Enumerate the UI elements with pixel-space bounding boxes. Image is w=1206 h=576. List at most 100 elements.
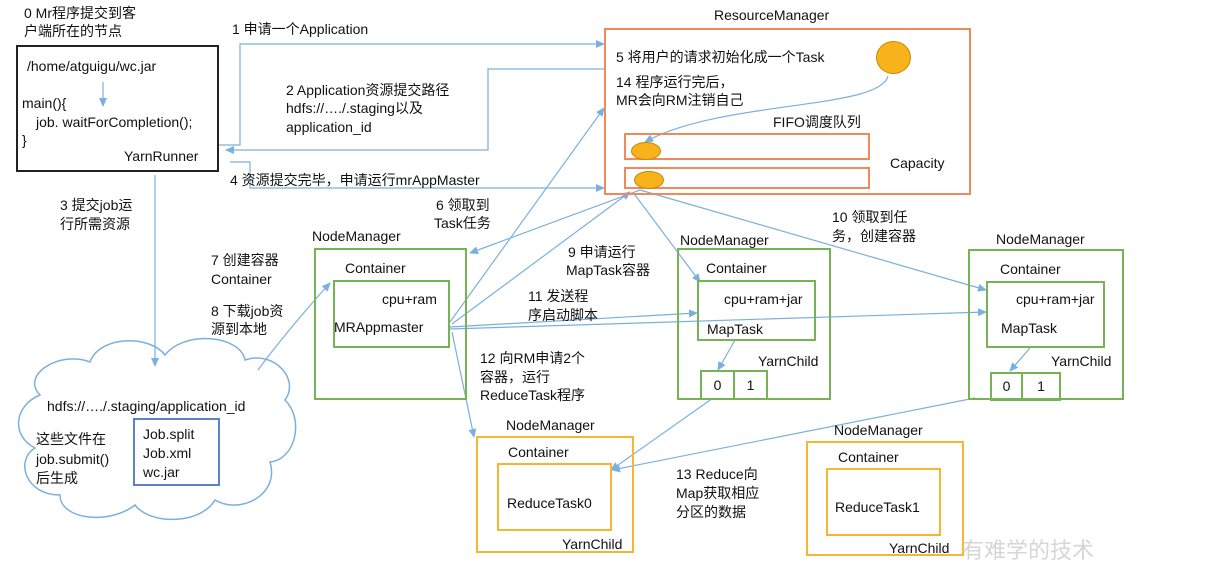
arrow-step7 xyxy=(257,282,331,371)
client-jar-path: /home/atguigu/wc.jar xyxy=(27,58,157,74)
step3-label-1: 3 提交job运 xyxy=(60,197,133,213)
nm2-title: NodeManager xyxy=(680,232,769,248)
step8-label-2: 源到本地 xyxy=(211,321,267,337)
step8-label-1: 8 下载job资 xyxy=(211,303,284,319)
wc-jar-file: wc.jar xyxy=(143,464,180,480)
task-oval xyxy=(876,41,911,74)
arrow-app-to-rm2 xyxy=(451,191,631,325)
nm3-partition-1: 1 xyxy=(1021,372,1061,401)
arrow-step12 xyxy=(451,331,477,438)
hdfs-path: hdfs://…./.staging/application_id xyxy=(47,398,246,414)
step9-label-1: 9 申请运行 xyxy=(568,244,636,260)
step5-label: 5 将用户的请求初始化成一个Task xyxy=(616,49,825,65)
nm2-yarnchild-label: YarnChild xyxy=(758,353,819,369)
step6-label-1: 6 领取到 xyxy=(436,197,490,213)
nm3-yarnchild-label: YarnChild xyxy=(1051,353,1112,369)
arrow-step6 xyxy=(469,189,641,254)
queued-task-oval-1 xyxy=(631,142,661,160)
nm3-resources: cpu+ram+jar xyxy=(1016,291,1095,307)
hdfs-note-1: 这些文件在 xyxy=(36,431,106,447)
step7-label-1: 7 创建容器 xyxy=(211,252,279,268)
nm4-yarnchild-label: YarnChild xyxy=(562,536,623,552)
client-brace: } xyxy=(22,132,27,148)
hdfs-note-3: 后生成 xyxy=(36,470,78,486)
step1-label: 1 申请一个Application xyxy=(232,21,369,37)
step12-label-3: ReduceTask程序 xyxy=(480,387,586,403)
job-split-file: Job.split xyxy=(143,426,195,442)
nm1-container-box xyxy=(333,280,450,348)
arrow-step9 xyxy=(634,194,701,283)
step12-label-2: 容器，运行 xyxy=(480,369,550,385)
nm2-partition-0: 0 xyxy=(700,370,735,400)
step2-label-1: 2 Application资源提交路径 xyxy=(286,82,450,98)
job-files-box xyxy=(133,418,220,486)
step13-label-2: Map获取相应 xyxy=(676,485,760,501)
nm5-box xyxy=(806,441,964,556)
step11-label-2: 序启动脚本 xyxy=(528,307,598,323)
rm-title: ResourceManager xyxy=(714,7,830,23)
nm3-container-label: Container xyxy=(1000,261,1061,277)
arrow-step1 xyxy=(217,40,605,146)
nm2-resources: cpu+ram+jar xyxy=(724,291,803,307)
nm1-resources: cpu+ram xyxy=(382,291,437,307)
nm1-box xyxy=(314,248,467,400)
resource-manager-box xyxy=(604,28,971,195)
fifo-queue-slot-1 xyxy=(624,133,870,160)
yarn-runner-label: YarnRunner xyxy=(124,148,199,164)
mrappmaster-label: MRAppmaster xyxy=(334,319,424,335)
step11-label-1: 11 发送程 xyxy=(528,288,589,304)
client-main: main(){ xyxy=(22,95,67,111)
step10-label-2: 务，创建容器 xyxy=(832,228,916,244)
client-title-1: 0 Mr程序提交到客 xyxy=(24,5,136,21)
step3-label-2: 行所需资源 xyxy=(60,216,130,232)
nm2-container-box xyxy=(697,280,816,341)
arrow-step14 xyxy=(644,75,889,143)
step13-label-1: 13 Reduce向 xyxy=(676,466,758,482)
step6-label-2: Task任务 xyxy=(434,215,491,231)
fifo-queue-slot-2 xyxy=(624,167,870,189)
nm1-container-label: Container xyxy=(345,260,406,276)
nm3-partition-0: 0 xyxy=(990,372,1023,401)
arrow-step10 xyxy=(639,189,987,292)
step14-label-2: MR会向RM注销自己 xyxy=(616,92,744,108)
step14-label-1: 14 程序运行完后， xyxy=(616,74,734,90)
nm4-container-box xyxy=(497,463,612,531)
arrow-map1-partition xyxy=(717,339,736,371)
step9-label-2: MapTask容器 xyxy=(566,262,651,278)
arrow-map2-partition xyxy=(1009,347,1031,372)
step7-label-2: Container xyxy=(211,271,272,287)
nm3-container-box xyxy=(986,281,1105,348)
step13-label-3: 分区的数据 xyxy=(676,504,746,520)
hdfs-cloud xyxy=(18,337,297,521)
step12-label-1: 12 向RM申请2个 xyxy=(480,350,586,366)
hdfs-note-2: job.submit() xyxy=(36,451,110,467)
fifo-label: FIFO调度队列 xyxy=(773,114,861,130)
job-xml-file: Job.xml xyxy=(143,445,192,461)
arrow-step2 xyxy=(225,68,604,154)
client-job-call: job. waitForCompletion(); xyxy=(36,114,193,130)
nm1-title: NodeManager xyxy=(312,228,401,244)
arrow-step11a xyxy=(449,309,698,328)
nm5-container-box xyxy=(826,468,941,536)
reducetask0-label: ReduceTask0 xyxy=(507,495,592,511)
nm2-container-label: Container xyxy=(706,260,767,276)
arrow-app-to-rm1 xyxy=(449,107,605,323)
nm4-container-label: Container xyxy=(508,444,569,460)
arrow-step11b xyxy=(449,308,987,330)
watermark-logo: 有难学的技术 xyxy=(962,539,1095,564)
arrow-step13b xyxy=(611,397,976,473)
nm2-partition-1: 1 xyxy=(733,370,768,400)
arrow-step4 xyxy=(230,161,605,192)
nm3-maptask-label: MapTask xyxy=(1001,320,1058,336)
nm3-title: NodeManager xyxy=(996,231,1085,247)
client-title-2: 户端所在的节点 xyxy=(24,23,122,39)
nm4-box xyxy=(476,436,634,553)
arrow-step13a xyxy=(610,397,714,471)
nm5-container-label: Container xyxy=(838,449,899,465)
queued-task-oval-2 xyxy=(634,171,664,189)
client-node-box xyxy=(16,45,219,172)
nm5-title: NodeManager xyxy=(834,422,923,438)
step10-label-1: 10 领取到任 xyxy=(832,209,908,225)
capacity-label: Capacity xyxy=(890,155,945,171)
